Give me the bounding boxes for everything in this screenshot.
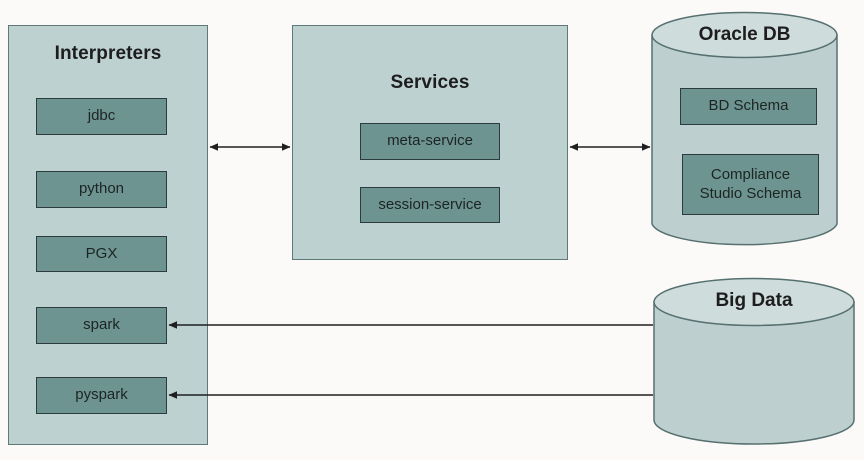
oracle-schema-box-bd-schema[interactable]: BD Schema <box>680 88 817 125</box>
service-label-session-service: session-service <box>378 195 482 213</box>
interpreter-box-python[interactable]: python <box>36 171 167 208</box>
interpreter-label-pyspark: pyspark <box>75 386 128 404</box>
interpreter-box-jdbc[interactable]: jdbc <box>36 98 167 135</box>
interpreter-label-python: python <box>78 180 125 198</box>
interpreters-panel: Interpreters <box>8 25 208 445</box>
interpreters-title: Interpreters <box>54 43 162 64</box>
interpreter-label-pgx: PGX <box>85 244 118 262</box>
services-title: Services <box>390 72 470 93</box>
service-label-meta-service: meta-service <box>387 132 473 150</box>
interpreter-box-pyspark[interactable]: pyspark <box>36 377 167 414</box>
interpreter-label-spark: spark <box>83 316 120 334</box>
oracle-db-title: Oracle DB <box>698 24 791 45</box>
big-data-cylinder: Big Data <box>653 277 855 445</box>
interpreter-box-pgx[interactable]: PGX <box>36 236 167 272</box>
interpreter-label-jdbc: jdbc <box>87 107 116 125</box>
oracle-schema-label-compliance-studio-schema: Compliance Studio Schema <box>699 165 802 202</box>
big-data-cylinder-shape <box>653 277 855 445</box>
interpreter-box-spark[interactable]: spark <box>36 307 167 344</box>
service-box-meta-service[interactable]: meta-service <box>360 123 500 160</box>
oracle-schema-label-bd-schema: BD Schema <box>708 97 789 115</box>
service-box-session-service[interactable]: session-service <box>360 187 500 223</box>
big-data-title: Big Data <box>715 290 793 311</box>
oracle-schema-box-compliance-studio-schema[interactable]: Compliance Studio Schema <box>682 154 819 215</box>
